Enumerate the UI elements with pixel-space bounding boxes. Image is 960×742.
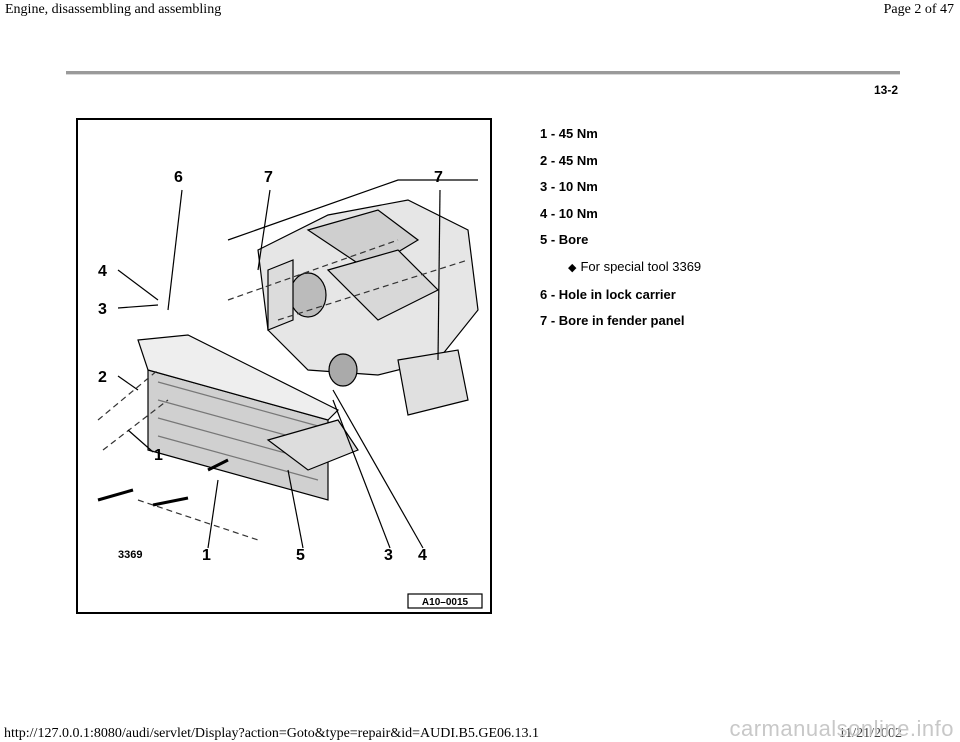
callout-label: 7 — [434, 169, 443, 186]
callout-label: 6 — [174, 169, 183, 186]
legend-sub-note: ◆For special tool 3369 — [568, 259, 900, 287]
callout-label: 1 — [154, 447, 163, 464]
callout-label: 3 — [384, 547, 393, 564]
footer-url: http://127.0.0.1:8080/audi/servlet/Displ… — [4, 726, 539, 741]
legend-item: 7 - Bore in fender panel — [540, 313, 685, 328]
callout-label: 3 — [98, 301, 107, 318]
legend-item: 4 - 10 Nm — [540, 205, 598, 221]
legend-item: 1 - 45 Nm — [540, 126, 598, 141]
legend-item: 5 - Bore — [540, 232, 589, 247]
tool-number-label: 3369 — [118, 549, 142, 561]
legend-item: 6 - Hole in lock carrier — [540, 286, 676, 302]
header-rule — [66, 71, 900, 75]
figure-code-box — [407, 593, 483, 609]
callout-label: 5 — [296, 547, 305, 564]
document-title: Engine, disassembling and assembling — [5, 2, 222, 17]
callout-label: 4 — [98, 263, 107, 280]
figure-code: A10–0015 — [422, 597, 469, 608]
callout-label: 4 — [418, 547, 427, 564]
page-indicator: Page 2 of 47 — [883, 2, 954, 17]
watermark: carmanualsonline.info — [729, 716, 954, 741]
sub-note-text: For special tool 3369 — [580, 258, 702, 274]
footer-date: 11/21/2002 — [838, 726, 902, 741]
diagram-drawing: 6 7 7 4 3 2 1 1 5 3 4 3369 A10–0015 — [97, 169, 483, 609]
legend-item: 2 - 45 Nm — [540, 152, 598, 168]
callout-label: 7 — [264, 169, 273, 186]
legend-item: 3 - 10 Nm — [540, 179, 598, 194]
callout-label: 1 — [202, 547, 211, 564]
diamond-bullet-icon: ◆ — [568, 261, 577, 274]
exploded-diagram: 6 7 7 4 3 2 1 1 5 3 4 3369 A10–0015 — [76, 118, 492, 614]
callout-label: 2 — [98, 369, 107, 386]
torque-legend: 1 - 45 Nm 2 - 45 Nm 3 - 10 Nm 4 - 10 Nm … — [540, 126, 900, 340]
page-code: 13-2 — [873, 83, 898, 97]
